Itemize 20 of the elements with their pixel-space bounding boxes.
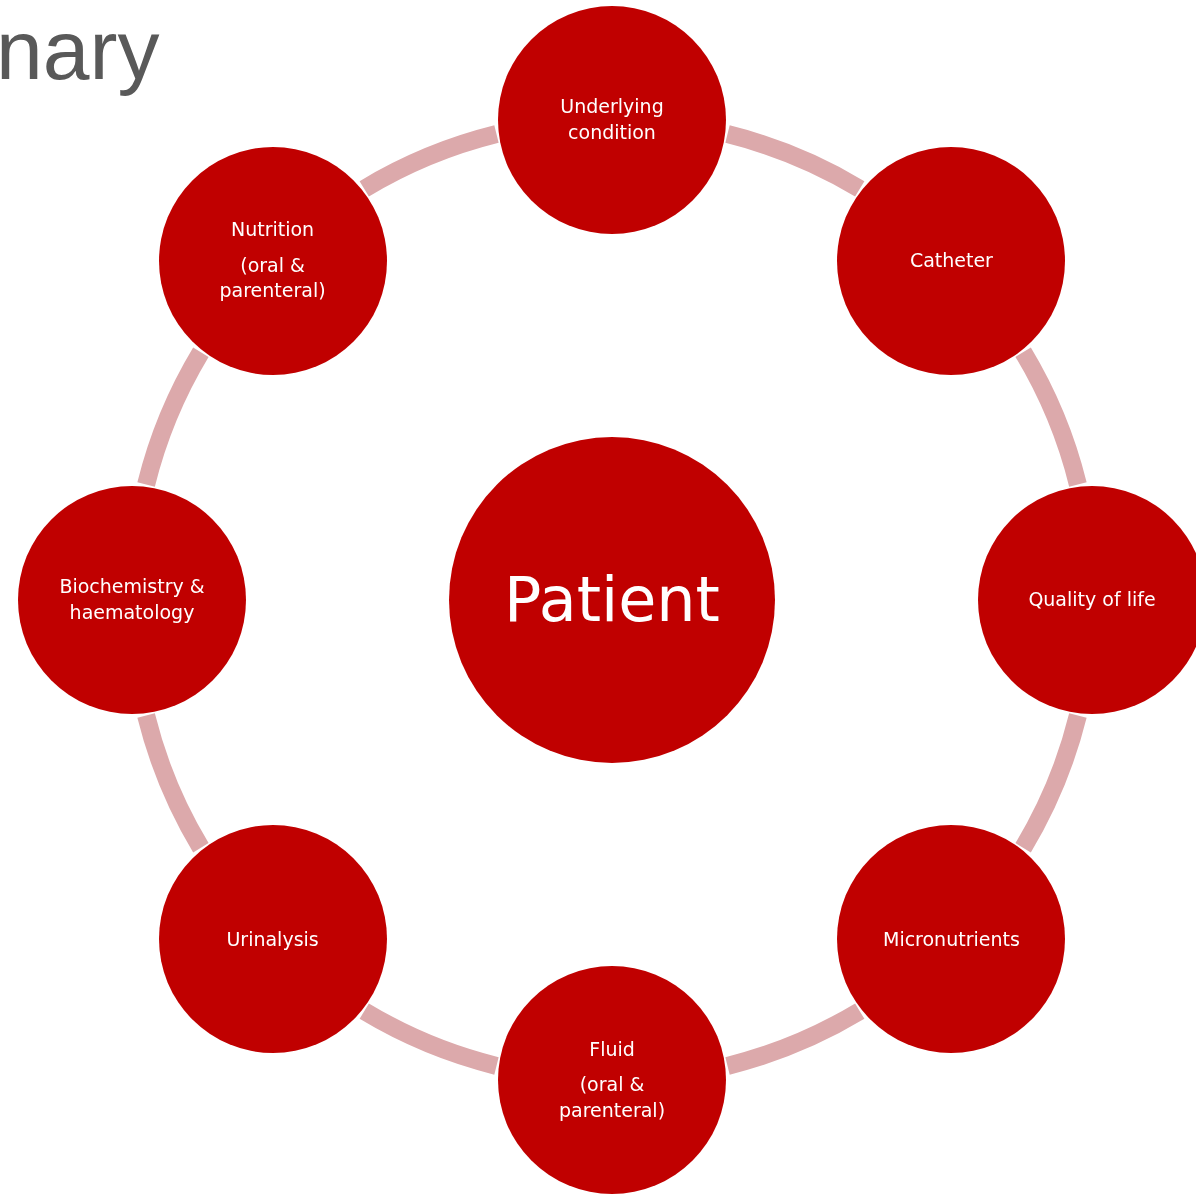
circle-note: (oral & parenteral) — [218, 252, 327, 304]
connector-arc — [1015, 713, 1087, 853]
slide-title: nary — [0, 2, 160, 99]
circle-label: Quality of life — [1028, 587, 1156, 613]
connector-arc — [359, 125, 499, 197]
circle-label: Fluid — [589, 1036, 635, 1062]
circle-label: Biochemistry & haematology — [58, 574, 206, 625]
circle-label: Urinalysis — [226, 926, 319, 952]
connector-arc — [137, 713, 209, 853]
circle-label: Underlying condition — [559, 94, 665, 145]
circle-label: Patient — [504, 562, 720, 639]
circle-note: (oral & parenteral) — [557, 1072, 667, 1123]
connector-arc — [1015, 347, 1087, 487]
connector-arc — [137, 347, 209, 487]
connector-arc — [725, 125, 865, 197]
circle-label: Catheter — [909, 247, 993, 273]
circle-label: Nutrition — [230, 217, 315, 243]
circle-label: Micronutrients — [883, 926, 1020, 952]
connector-arc — [725, 1003, 865, 1075]
connector-arc — [359, 1003, 499, 1075]
